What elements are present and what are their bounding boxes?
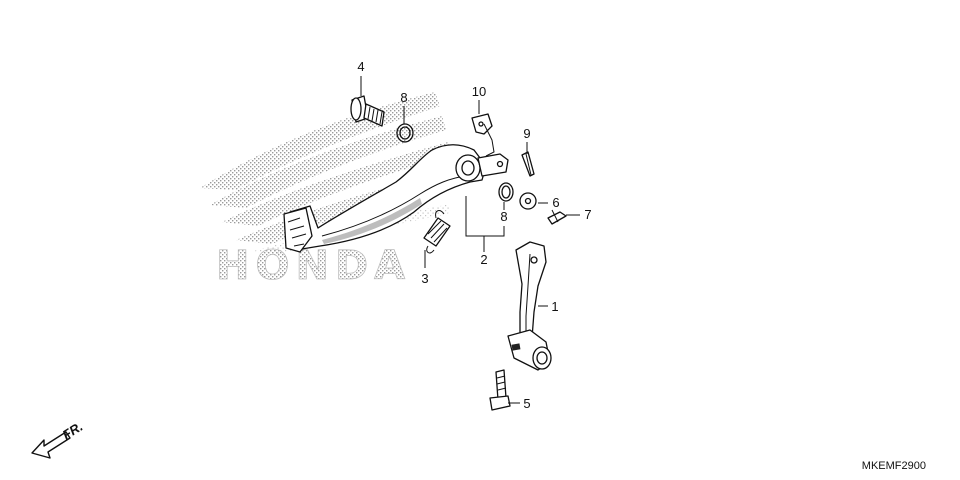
callout-9: 9	[523, 126, 530, 141]
callout-5: 5	[523, 396, 530, 411]
front-direction-indicator: FR.	[31, 419, 85, 459]
callout-8-upper: 8	[400, 90, 407, 105]
o-ring-lower-part	[498, 182, 514, 202]
washer-part	[519, 192, 537, 210]
honda-watermark-text: HONDA	[216, 243, 411, 289]
callout-8-lower: 8	[500, 209, 507, 224]
clevis-pin-part	[547, 209, 567, 225]
o-ring-upper-part	[396, 123, 414, 143]
leader-lines	[360, 76, 580, 404]
callout-1: 1	[551, 299, 558, 314]
spring-hook-part	[471, 113, 495, 157]
cotter-pin-part	[521, 151, 535, 177]
return-spring-part	[423, 210, 451, 254]
brake-pedal-part	[283, 144, 509, 253]
front-arrow-icon	[31, 431, 71, 459]
pivot-bolt-part	[350, 95, 385, 127]
callout-6: 6	[552, 195, 559, 210]
callout-3: 3	[421, 271, 428, 286]
drawing-code: MKEMF2900	[862, 460, 926, 472]
flange-bolt-part	[489, 369, 511, 411]
callout-4: 4	[357, 59, 364, 74]
callout-7: 7	[584, 207, 591, 222]
callout-10: 10	[472, 84, 486, 99]
brake-arm-part	[507, 241, 552, 371]
callout-2: 2	[480, 252, 487, 267]
